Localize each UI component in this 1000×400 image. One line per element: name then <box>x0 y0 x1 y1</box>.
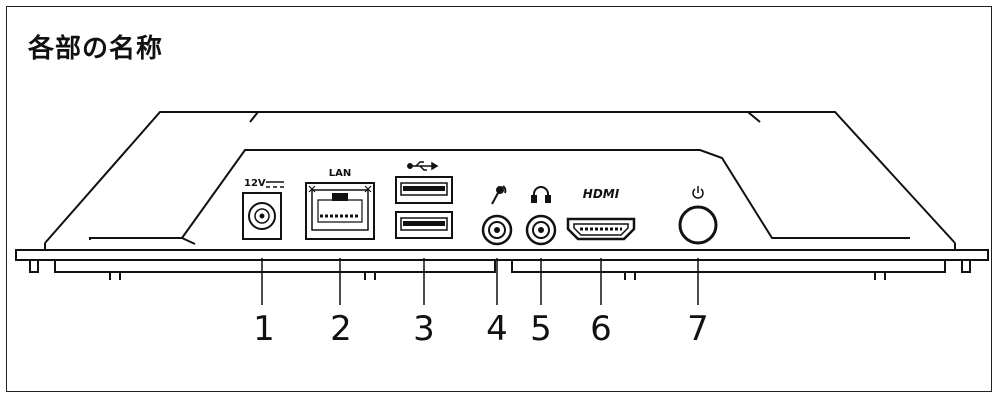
callout-5: 5 <box>530 309 552 349</box>
headphone-jack <box>525 186 557 246</box>
leader-lines <box>261 258 699 305</box>
dc-in-label: 12V <box>244 178 266 189</box>
callout-7: 7 <box>687 309 709 349</box>
lan-label: LAN <box>329 168 351 179</box>
callout-4: 4 <box>486 309 508 349</box>
diagram-frame <box>6 6 992 392</box>
microphone-jack <box>481 185 513 246</box>
hdmi-label: HDMI <box>583 187 620 201</box>
headphone-icon <box>531 186 551 203</box>
callout-3: 3 <box>413 309 435 349</box>
power-button <box>678 186 718 245</box>
lan-port: LAN <box>305 168 375 240</box>
dc-in-port: 12V <box>242 178 284 240</box>
callout-2: 2 <box>330 309 352 349</box>
microphone-icon <box>491 185 507 205</box>
power-icon <box>692 186 704 199</box>
device-body <box>15 111 989 280</box>
callout-6: 6 <box>590 309 612 349</box>
usb-ports <box>395 161 453 239</box>
page-title: 各部の名称 <box>28 34 164 64</box>
callout-1: 1 <box>253 309 275 349</box>
usb-icon <box>407 161 439 171</box>
callout-numbers: 1 2 3 4 5 6 7 <box>253 309 709 349</box>
dc-polarity-icon <box>266 181 284 188</box>
hdmi-port: HDMI <box>566 187 636 241</box>
